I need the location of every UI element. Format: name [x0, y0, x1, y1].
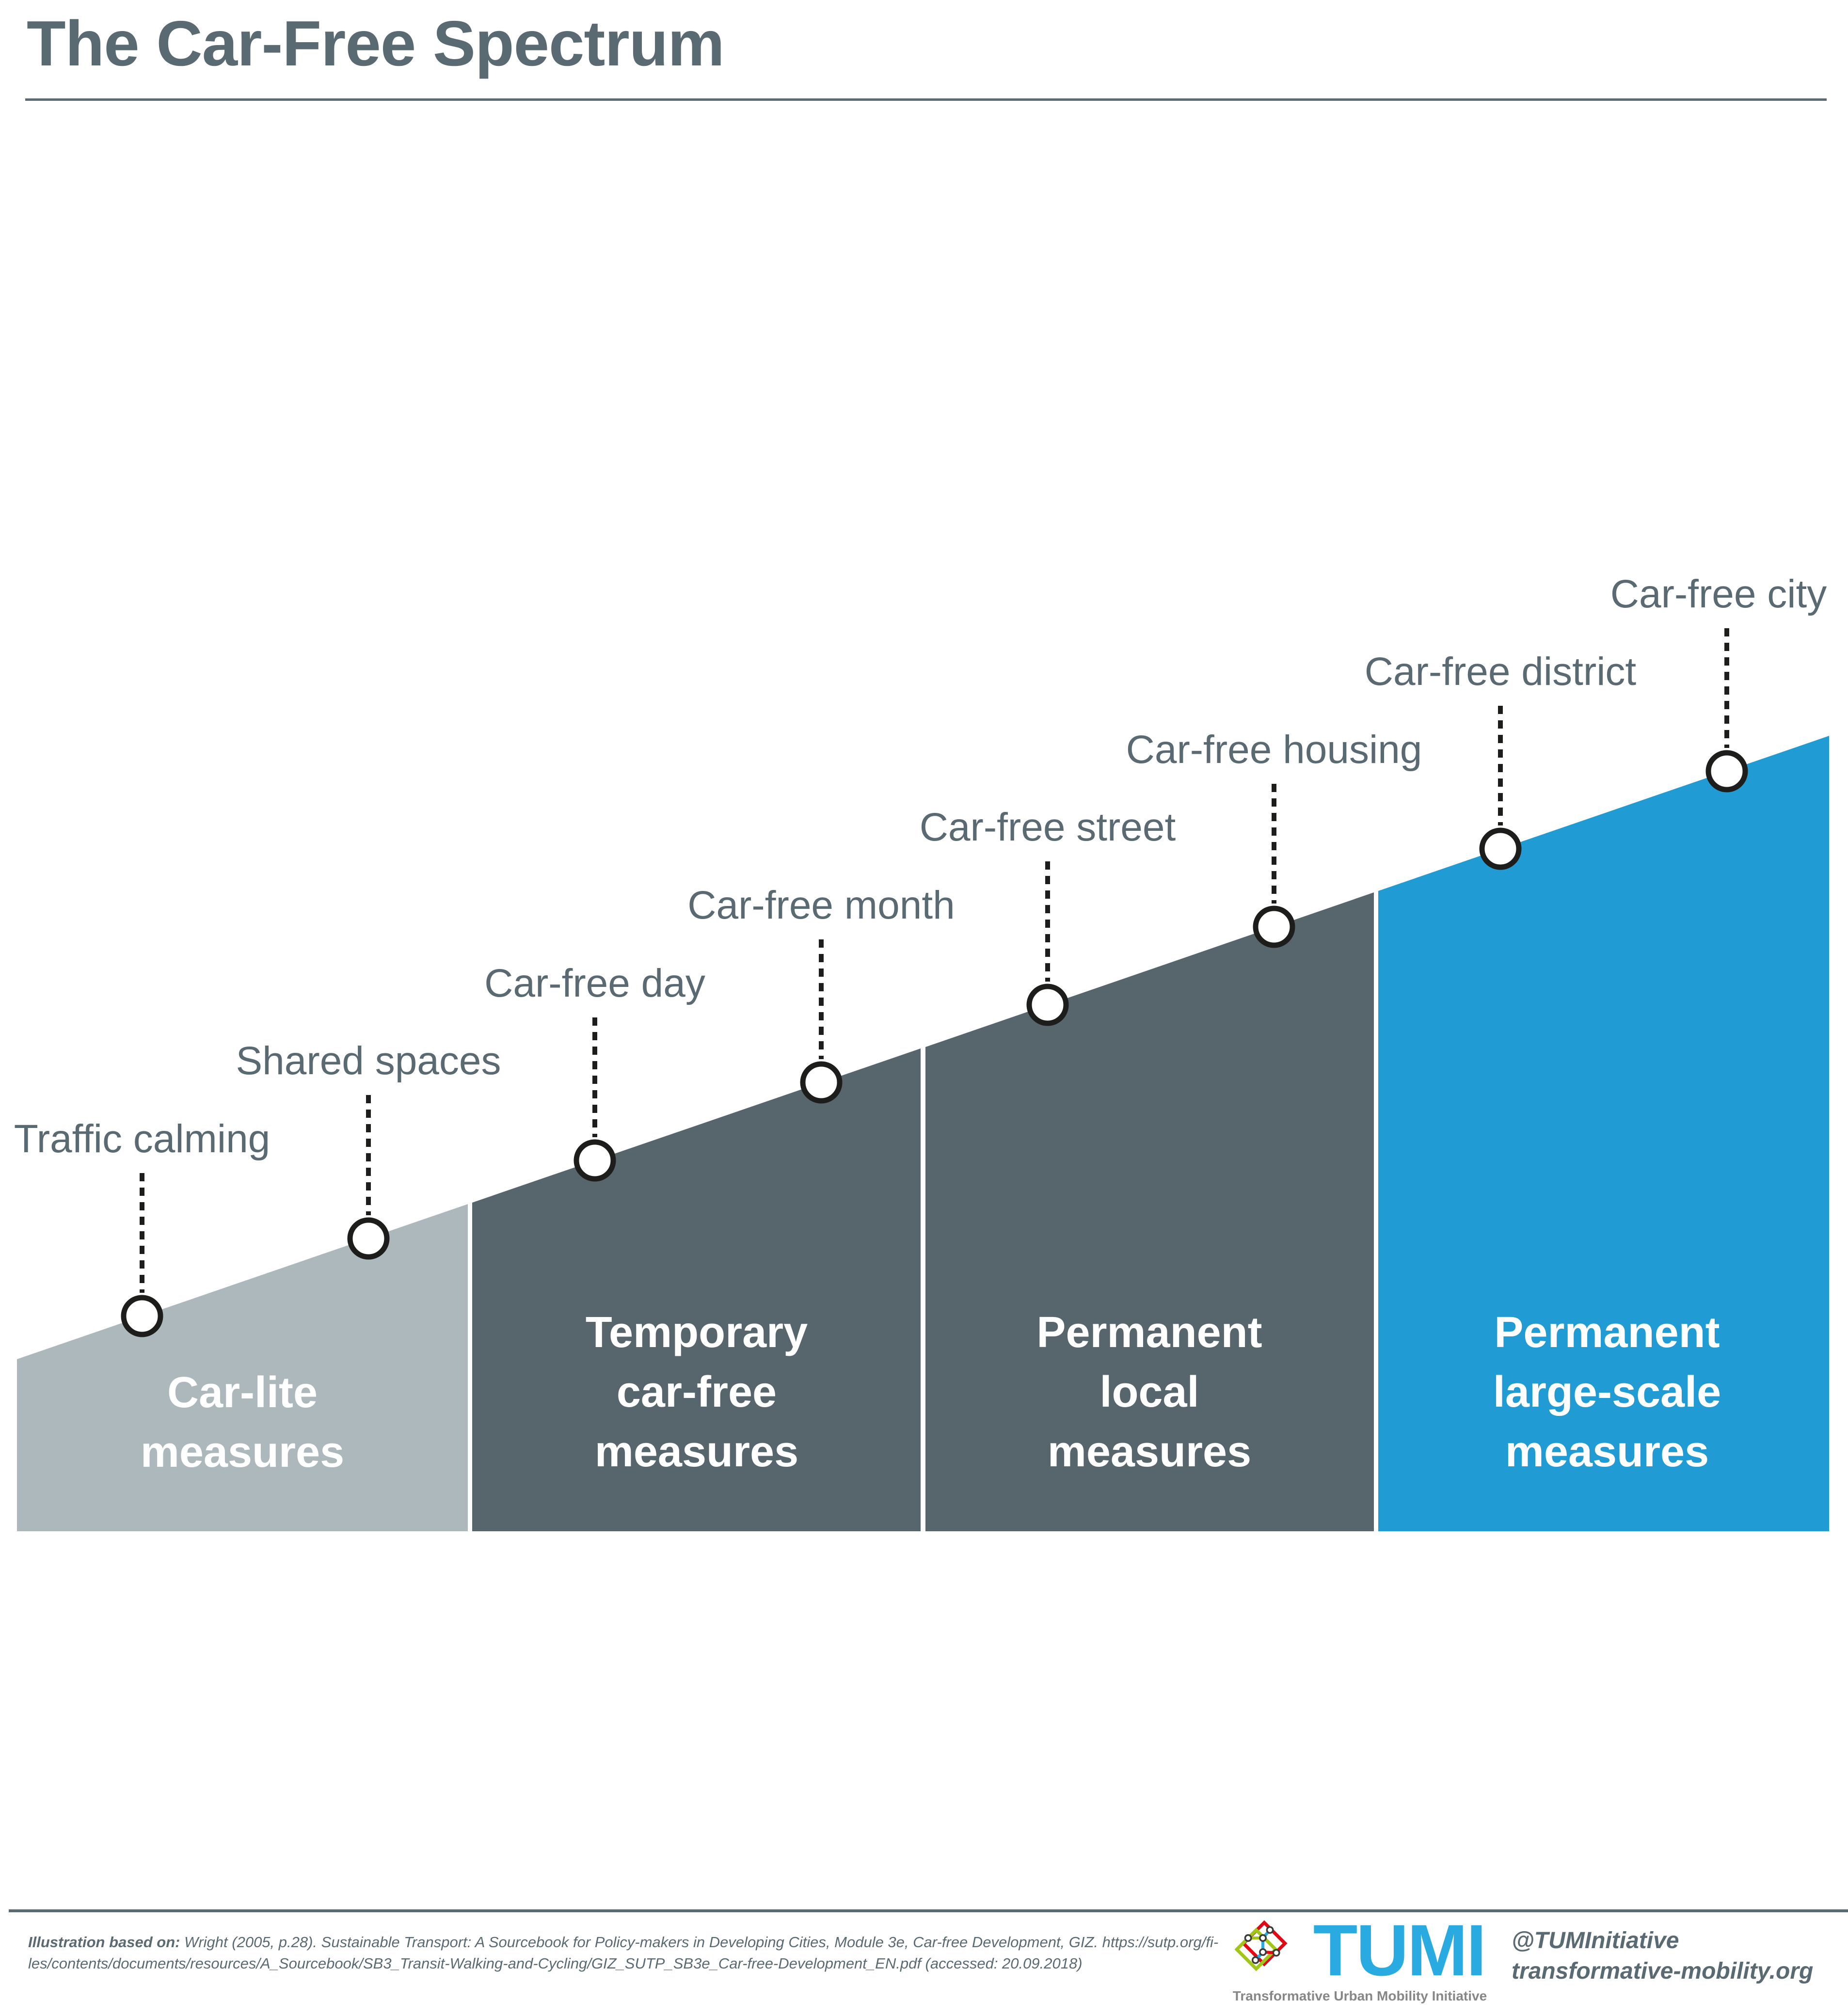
tumi-logo-row: TUMI — [1234, 1909, 1487, 1991]
node-car-free-month — [800, 1061, 843, 1104]
website-url: transformative-mobility.org — [1512, 1958, 1814, 1984]
citation-line-1: Illustration based on: Wright (2005, p.2… — [28, 1932, 1221, 1953]
footer-divider — [9, 1909, 1848, 1912]
citation-prefix: Illustration based on: — [28, 1934, 180, 1951]
point-label-traffic-calming: Traffic calming — [14, 1117, 271, 1161]
point-label-car-free-district: Car-free district — [1364, 650, 1637, 694]
segment-car-lite — [17, 1204, 468, 1531]
title-divider — [25, 98, 1827, 101]
tumi-tagline: Transformative Urban Mobility Initiative — [1232, 1988, 1487, 2003]
citation-text-1: Wright (2005, p.28). Sustainable Transpo… — [180, 1934, 1219, 1951]
segment-permanent-local — [925, 892, 1374, 1531]
segment-label-permanent-local: Permanent local measures — [1036, 1308, 1262, 1476]
point-label-car-free-housing: Car-free housing — [1126, 728, 1422, 772]
citation-line-2: les/contents/documents/resources/A_Sourc… — [28, 1953, 1221, 1974]
point-label-shared-spaces: Shared spaces — [236, 1039, 501, 1083]
page-title: The Car-Free Spectrum — [27, 8, 725, 79]
point-label-car-free-city: Car-free city — [1610, 572, 1827, 616]
point-label-car-free-month: Car-free month — [687, 883, 955, 927]
node-shared-spaces — [347, 1217, 390, 1260]
node-car-free-day — [574, 1139, 616, 1182]
node-car-free-city — [1705, 750, 1748, 793]
social-handle: @TUMInitiative — [1512, 1928, 1679, 1953]
citation-text-2: les/contents/documents/resources/A_Sourc… — [28, 1955, 1083, 1972]
segment-label-temporary-car-free: Temporary car-free measures — [585, 1308, 808, 1476]
node-car-free-housing — [1253, 905, 1295, 948]
footer-social: @TUMInitiative transformative-mobility.o… — [1512, 1925, 1813, 1986]
node-car-free-district — [1479, 827, 1522, 870]
point-label-car-free-day: Car-free day — [484, 961, 705, 1005]
segment-permanent-large-scale — [1378, 736, 1829, 1531]
node-car-free-street — [1026, 984, 1069, 1026]
segment-label-car-lite: Car-lite measures — [140, 1368, 345, 1476]
node-traffic-calming — [121, 1295, 163, 1337]
point-label-car-free-street: Car-free street — [919, 805, 1176, 849]
tumi-logo-icon — [1234, 1920, 1288, 1971]
segment-label-permanent-large-scale: Permanent large-scale measures — [1493, 1308, 1721, 1476]
tumi-logo: TUMI Transformative Urban Mobility Initi… — [1219, 1914, 1500, 2004]
tumi-wordmark: TUMI — [1313, 1909, 1487, 1991]
source-citation: Illustration based on: Wright (2005, p.2… — [28, 1932, 1221, 1974]
